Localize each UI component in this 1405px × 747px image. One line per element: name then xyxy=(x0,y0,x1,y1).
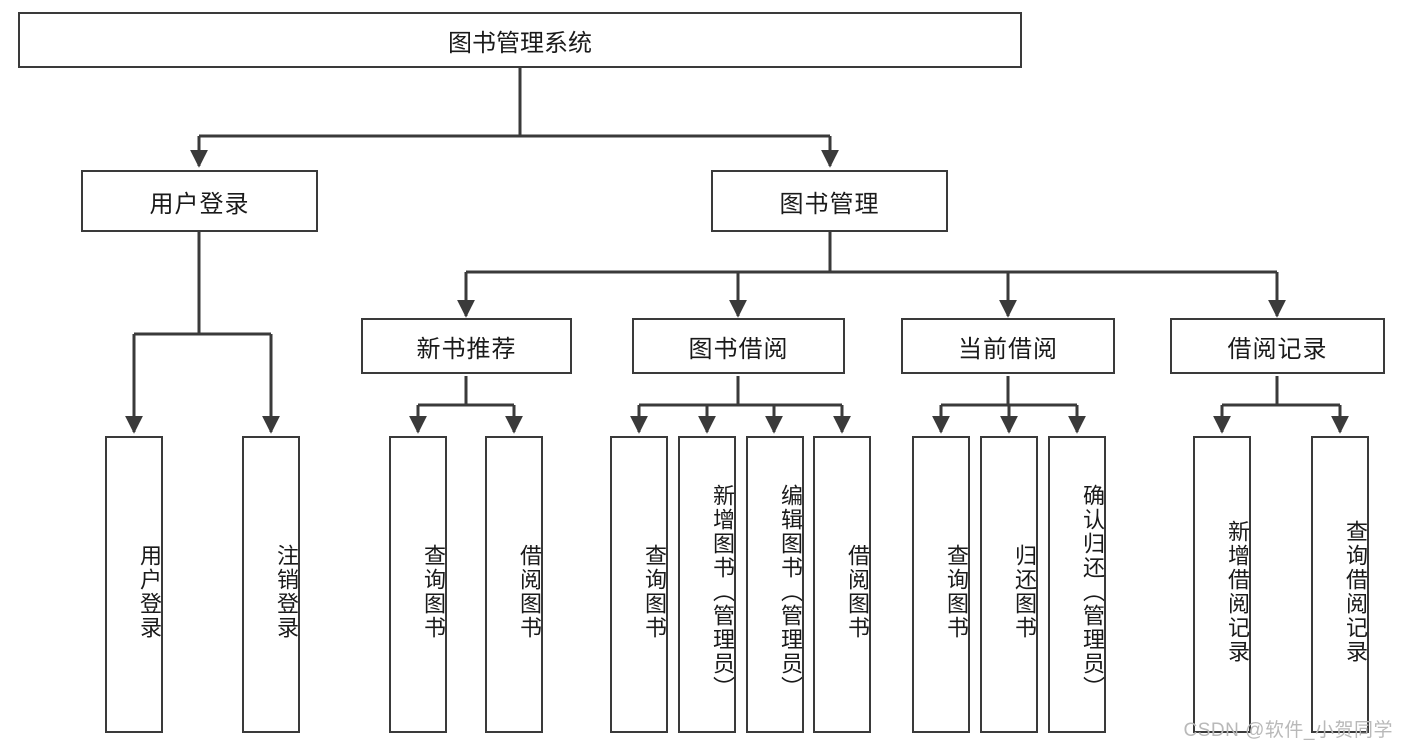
leaf-book-borrow-query-label: 查询图书 xyxy=(642,543,667,640)
leaf-user-login-signout[interactable]: 注销登录 xyxy=(242,436,300,733)
leaf-book-borrow-edit-label: 编辑图书（管理员） xyxy=(778,483,803,700)
leaf-borrow-record-add-label: 新增借阅记录 xyxy=(1225,519,1250,664)
leaf-book-borrow-edit[interactable]: 编辑图书（管理员） xyxy=(746,436,804,733)
leaf-book-borrow-lend-label: 借阅图书 xyxy=(845,543,870,640)
leaf-current-borrow-query-label: 查询图书 xyxy=(944,543,969,640)
leaf-current-borrow-return-label: 归还图书 xyxy=(1012,543,1037,640)
leaf-new-book-borrow-label: 借阅图书 xyxy=(517,543,542,640)
leaf-book-borrow-add-label: 新增图书（管理员） xyxy=(710,483,735,700)
node-book-management-label: 图书管理 xyxy=(779,190,880,218)
node-book-borrow-label: 图书借阅 xyxy=(688,335,789,363)
leaf-user-login-signin[interactable]: 用户登录 xyxy=(105,436,163,733)
leaf-borrow-record-add[interactable]: 新增借阅记录 xyxy=(1193,436,1251,733)
node-user-login-label: 用户登录 xyxy=(149,190,250,218)
leaf-current-borrow-query[interactable]: 查询图书 xyxy=(912,436,970,733)
node-book-borrow[interactable]: 图书借阅 xyxy=(632,318,845,374)
node-book-management[interactable]: 图书管理 xyxy=(711,170,948,232)
leaf-current-borrow-confirm[interactable]: 确认归还（管理员） xyxy=(1048,436,1106,733)
leaf-book-borrow-query[interactable]: 查询图书 xyxy=(610,436,668,733)
node-root-system-label: 图书管理系统 xyxy=(448,29,592,57)
node-current-borrow[interactable]: 当前借阅 xyxy=(901,318,1115,374)
leaf-new-book-query[interactable]: 查询图书 xyxy=(389,436,447,733)
node-root-system[interactable]: 图书管理系统 xyxy=(18,12,1022,68)
node-borrow-record-label: 借阅记录 xyxy=(1227,335,1328,363)
leaf-new-book-borrow[interactable]: 借阅图书 xyxy=(485,436,543,733)
leaf-user-login-signin-label: 用户登录 xyxy=(137,543,162,640)
leaf-borrow-record-query-label: 查询借阅记录 xyxy=(1343,519,1368,664)
leaf-borrow-record-query[interactable]: 查询借阅记录 xyxy=(1311,436,1369,733)
leaf-book-borrow-lend[interactable]: 借阅图书 xyxy=(813,436,871,733)
node-new-book-recommend-label: 新书推荐 xyxy=(416,335,517,363)
node-user-login[interactable]: 用户登录 xyxy=(81,170,318,232)
node-new-book-recommend[interactable]: 新书推荐 xyxy=(361,318,572,374)
node-borrow-record[interactable]: 借阅记录 xyxy=(1170,318,1385,374)
leaf-new-book-query-label: 查询图书 xyxy=(421,543,446,640)
leaf-current-borrow-return[interactable]: 归还图书 xyxy=(980,436,1038,733)
node-current-borrow-label: 当前借阅 xyxy=(958,335,1058,363)
leaf-current-borrow-confirm-label: 确认归还（管理员） xyxy=(1080,483,1105,700)
leaf-user-login-signout-label: 注销登录 xyxy=(274,543,299,640)
leaf-book-borrow-add[interactable]: 新增图书（管理员） xyxy=(678,436,736,733)
